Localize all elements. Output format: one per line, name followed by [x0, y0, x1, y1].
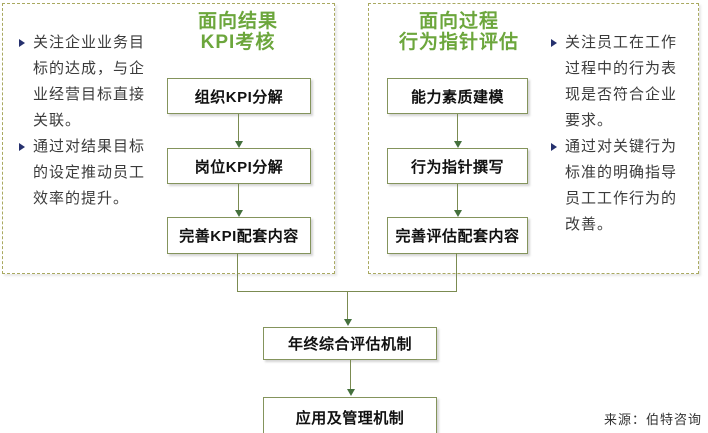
bullet-arrow-icon — [551, 143, 557, 151]
arrow-head — [234, 141, 243, 148]
panel-behavior-process-title: 面向过程 行为指针评估 — [398, 11, 519, 53]
arrow-down-icon — [234, 184, 243, 217]
panel-behavior-process-bullets: 关注员工在工作 过程中的行为表 现是否符合企业 要求。 通过对关键行为 标准的明… — [549, 30, 697, 238]
bullet-text: 关注员工在工作 过程中的行为表 现是否符合企业 要求。 — [565, 34, 678, 129]
arrow-shaft — [350, 360, 351, 389]
arrow-shaft — [457, 184, 458, 210]
flow-step-org-kpi-decompose: 组织KPI分解 — [167, 78, 311, 114]
bullet-text: 关注企业业务目 标的达成，与企 业经营目标直接 关联。 — [33, 34, 146, 129]
arrow-down-icon — [453, 184, 462, 217]
arrow-head — [346, 389, 355, 396]
bullet-item: 通过对结果目标 的设定推动员工 效率的提升。 — [17, 134, 165, 212]
source-note: 来源：伯特咨询 — [603, 412, 702, 427]
flow-step-evaluation-support-content: 完善评估配套内容 — [387, 217, 528, 254]
flow-step-annual-evaluation-mechanism: 年终综合评估机制 — [263, 327, 437, 360]
bullet-arrow-icon — [19, 143, 25, 151]
connector-left-line — [237, 253, 238, 291]
bullet-item: 关注企业业务目 标的达成，与企 业经营目标直接 关联。 — [17, 30, 165, 134]
bullet-arrow-icon — [19, 39, 25, 47]
bullet-arrow-icon — [551, 39, 557, 47]
flow-step-post-kpi-decompose: 岗位KPI分解 — [167, 148, 311, 184]
arrow-head — [453, 210, 462, 217]
panel-kpi-result: 面向结果 KPI考核 关注企业业务目 标的达成，与企 业经营目标直接 关联。 通… — [2, 3, 335, 274]
arrow-down-icon — [234, 114, 243, 148]
panel-kpi-result-title: 面向结果 KPI考核 — [197, 11, 278, 53]
arrow-head — [234, 210, 243, 217]
arrow-head — [343, 319, 352, 326]
arrow-shaft — [238, 114, 239, 141]
flow-step-competency-modeling: 能力素质建模 — [387, 78, 528, 114]
connector-right-line — [456, 253, 457, 291]
flow-step-behavior-indicator-writing: 行为指针撰写 — [387, 148, 528, 184]
arrow-down-icon — [453, 114, 462, 148]
flow-step-kpi-support-content: 完善KPI配套内容 — [167, 217, 311, 254]
arrow-shaft — [457, 114, 458, 141]
flow-step-application-management-mechanism: 应用及管理机制 — [263, 397, 437, 433]
bullet-item: 关注员工在工作 过程中的行为表 现是否符合企业 要求。 — [549, 30, 697, 134]
arrow-down-icon — [343, 291, 352, 326]
bullet-item: 通过对关键行为 标准的明确指导 员工工作行为的 改善。 — [549, 134, 697, 238]
bullet-text: 通过对关键行为 标准的明确指导 员工工作行为的 改善。 — [565, 138, 678, 233]
arrow-shaft — [347, 291, 348, 319]
arrow-shaft — [238, 184, 239, 210]
bullet-text: 通过对结果目标 的设定推动员工 效率的提升。 — [33, 138, 146, 207]
arrow-down-icon — [346, 360, 355, 396]
panel-kpi-result-bullets: 关注企业业务目 标的达成，与企 业经营目标直接 关联。 通过对结果目标 的设定推… — [17, 30, 165, 212]
arrow-head — [453, 141, 462, 148]
panel-behavior-process: 面向过程 行为指针评估 关注员工在工作 过程中的行为表 现是否符合企业 要求。 … — [368, 3, 699, 274]
